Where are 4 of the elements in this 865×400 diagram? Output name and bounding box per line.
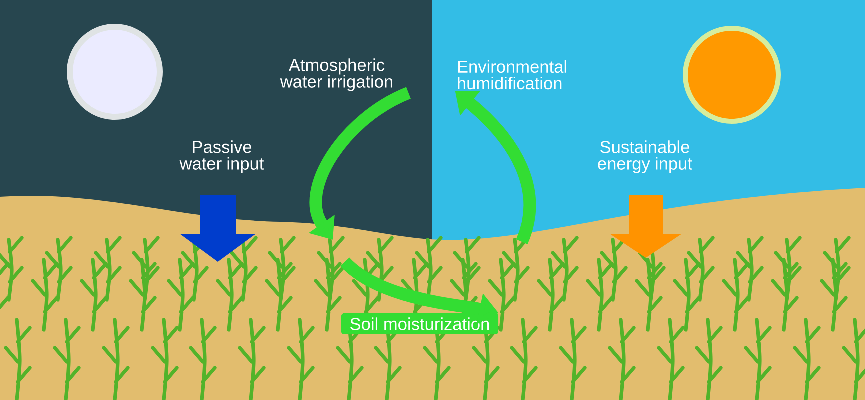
text-label: Environmental humidification — [458, 60, 566, 90]
text-label: Passive water input — [180, 140, 264, 174]
text-label: Sustainable energy input — [598, 140, 692, 174]
text-label: Atmospheric water irrigation — [280, 58, 392, 92]
